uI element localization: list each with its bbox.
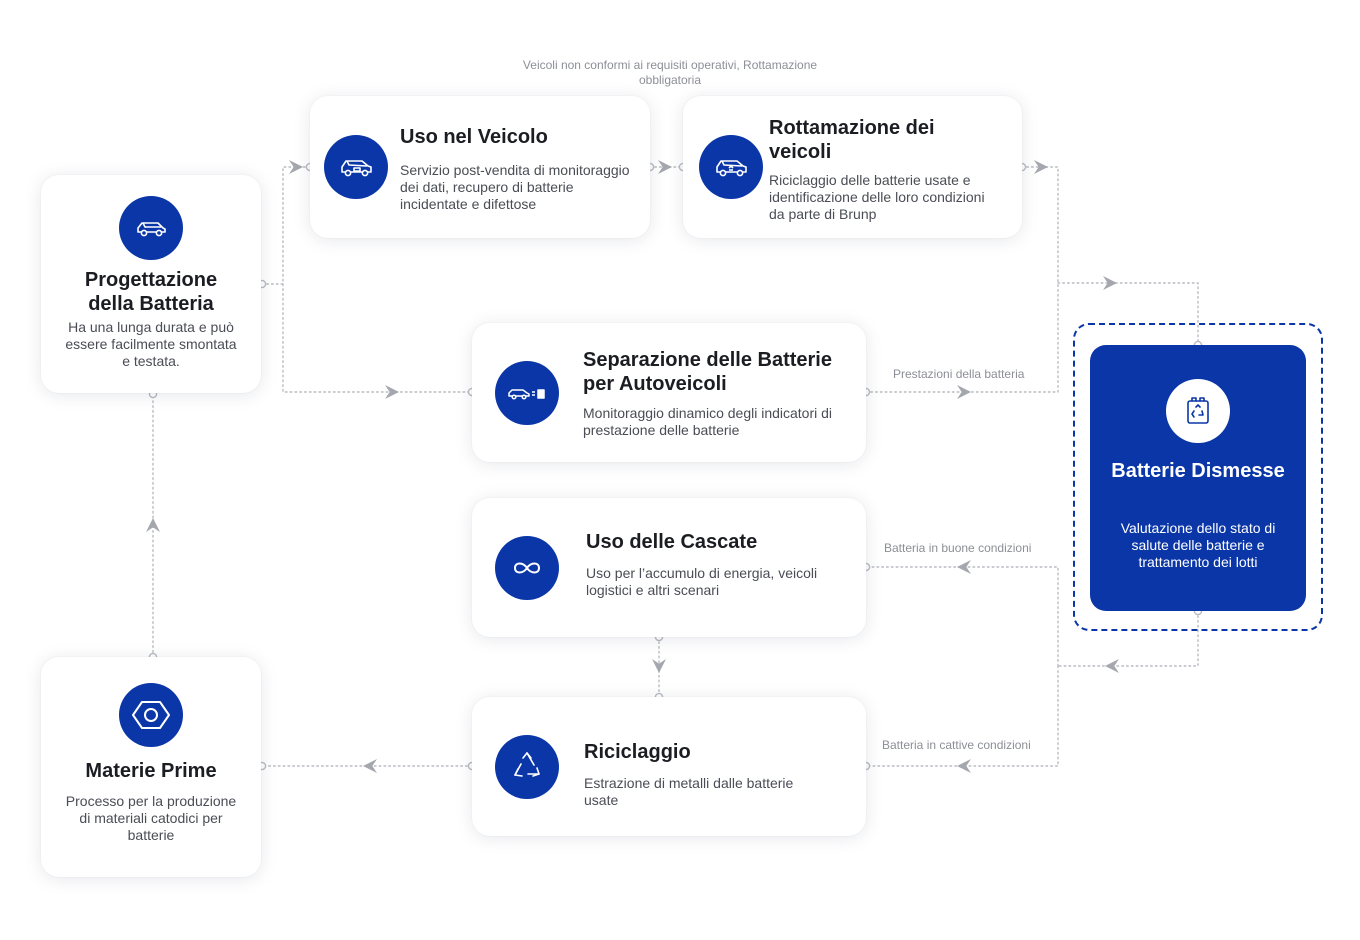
- arrow-head: [957, 560, 971, 574]
- node-batterie-dismesse[interactable]: Batterie Dismesse Valutazione dello stat…: [1090, 345, 1306, 611]
- node-description: Processo per la produzione di materiali …: [65, 793, 237, 843]
- node-title: Progettazione della Batteria: [84, 269, 218, 315]
- car-icon: [119, 196, 183, 260]
- node-description: Riciclaggio delle batterie usate e ident…: [769, 172, 985, 222]
- arrow-head: [1034, 160, 1048, 174]
- node-description: Valutazione dello stato di salute delle …: [1120, 520, 1276, 570]
- arrow-head: [1105, 659, 1119, 673]
- recycle-icon: [495, 735, 559, 799]
- node-materie-prime[interactable]: Materie Prime Processo per la produzione…: [41, 657, 261, 877]
- node-cascate[interactable]: Uso delle Cascate Uso per l’accumulo di …: [472, 498, 866, 637]
- link-progettazione-uso: [261, 166, 311, 285]
- node-title: Batterie Dismesse: [1111, 460, 1285, 482]
- car-icon: [324, 135, 388, 199]
- node-progettazione[interactable]: Progettazione della Batteria Ha una lung…: [41, 175, 261, 393]
- node-description: Servizio post-vendita di monitoraggio de…: [400, 162, 630, 212]
- node-title: Uso nel Veicolo: [400, 126, 548, 148]
- node-description: Estrazione di metalli dalle batterie usa…: [584, 775, 794, 808]
- link-progettazione-separazione: [282, 283, 473, 393]
- car-battery-icon: [495, 361, 559, 425]
- node-description: Ha una lunga durata e può essere facilme…: [65, 319, 237, 369]
- arrow-head: [385, 385, 399, 399]
- arrow-head: [1103, 276, 1117, 290]
- node-uso-veicolo[interactable]: Uso nel Veicolo Servizio post-vendita di…: [310, 96, 650, 238]
- node-riciclaggio[interactable]: Riciclaggio Estrazione di metalli dalle …: [472, 697, 866, 836]
- car-recycle-icon: [699, 135, 763, 199]
- node-title: Uso delle Cascate: [586, 531, 758, 553]
- link-rottamazione-right: [1021, 166, 1059, 284]
- arrow-head: [146, 518, 160, 532]
- link-bus-buone: [865, 566, 1059, 667]
- arrow-head: [652, 659, 666, 673]
- node-separazione[interactable]: Separazione delle Batterie per Autoveico…: [472, 323, 866, 462]
- node-title: Materie Prime: [85, 760, 217, 782]
- highlight-frame: [1073, 323, 1323, 631]
- battery-recycle-icon: [1166, 379, 1230, 443]
- annotation-non-conformi: Veicoli non conformi ai requisiti operat…: [522, 58, 818, 87]
- node-description: Uso per l’accumulo di energia, veicoli l…: [586, 565, 818, 598]
- node-rottamazione[interactable]: Rottamazione dei veicoli Riciclaggio del…: [683, 96, 1022, 238]
- annotation-buone-condizioni: Batteria in buone condizioni: [884, 541, 1032, 555]
- node-title: Riciclaggio: [584, 741, 691, 763]
- arrow-head: [658, 160, 672, 174]
- arrow-head: [957, 759, 971, 773]
- arrow-head: [957, 385, 971, 399]
- infinity-icon: [495, 536, 559, 600]
- arrow-head: [363, 759, 377, 773]
- node-description: Monitoraggio dinamico degli indicatori d…: [583, 405, 833, 438]
- annotation-prestazioni: Prestazioni della batteria: [893, 367, 1025, 381]
- node-title: Rottamazione dei veicoli: [769, 117, 935, 163]
- node-title: Separazione delle Batterie per Autoveico…: [583, 349, 832, 395]
- arrow-head: [289, 160, 303, 174]
- hexagon-nut-icon: [119, 683, 183, 747]
- annotation-cattive-condizioni: Batteria in cattive condizioni: [882, 738, 1031, 752]
